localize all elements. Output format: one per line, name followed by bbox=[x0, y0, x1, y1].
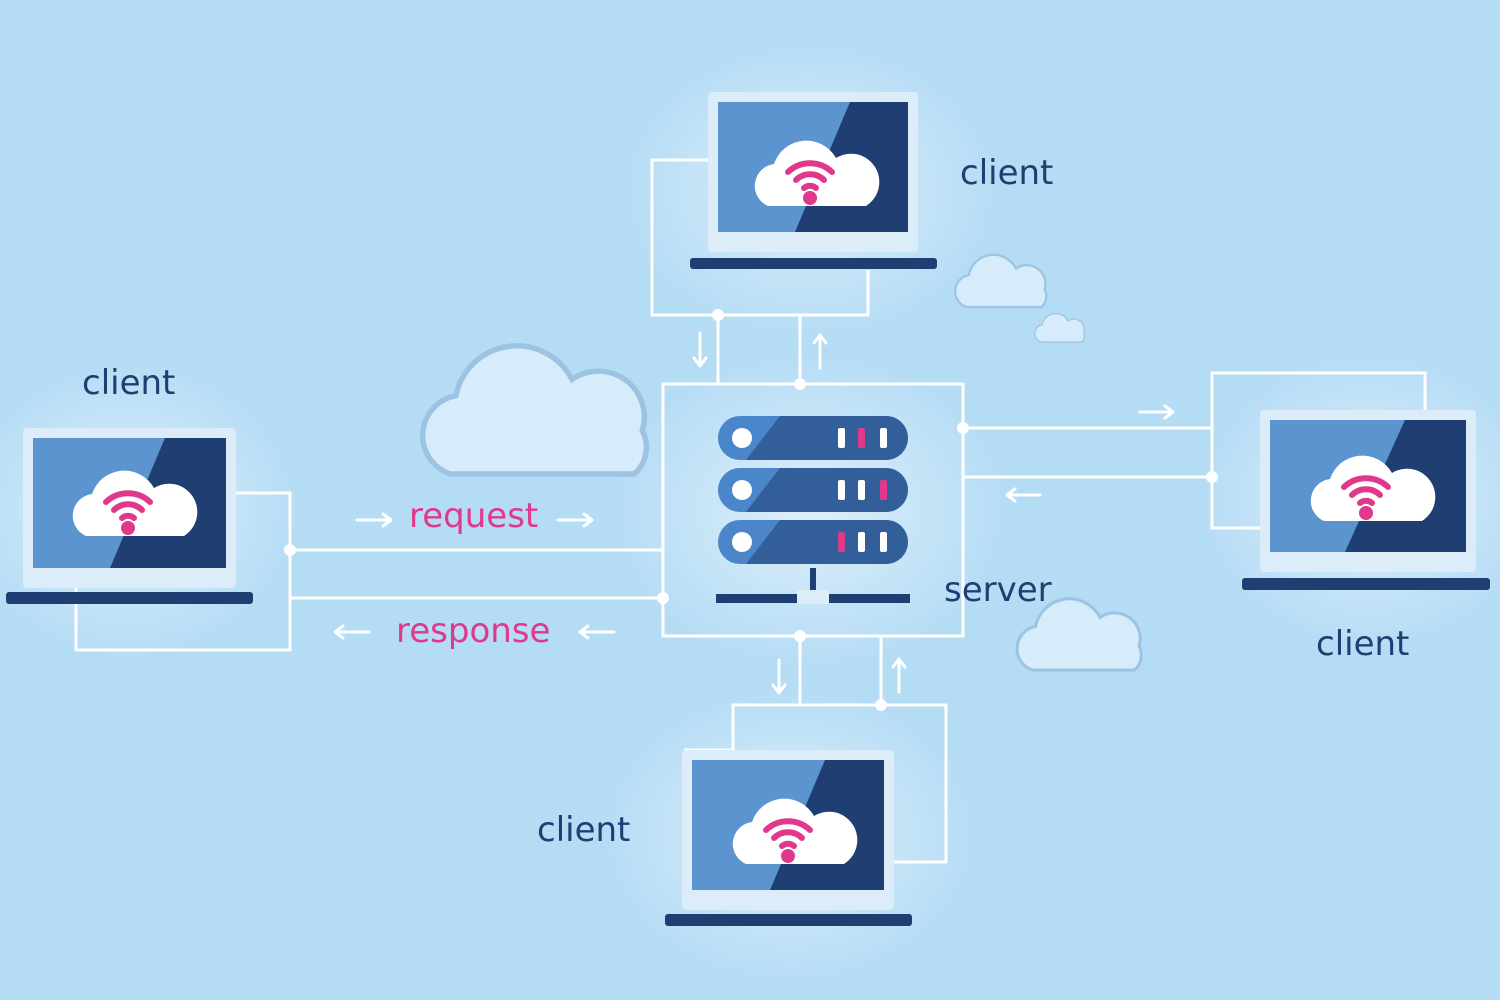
server-unit bbox=[718, 520, 908, 564]
arrow-icons bbox=[333, 331, 1175, 695]
connector-lines bbox=[74, 158, 1427, 864]
request-label: request bbox=[409, 496, 539, 536]
arrow-up-icon bbox=[891, 657, 907, 694]
server-rack-icon bbox=[716, 416, 910, 604]
client-label-bottom: client bbox=[537, 810, 631, 850]
client-label-right: client bbox=[1316, 624, 1410, 664]
server-unit bbox=[718, 416, 908, 460]
server-label: server bbox=[944, 570, 1052, 610]
arrow-down-icon bbox=[771, 658, 787, 695]
arrow-right-icon bbox=[556, 512, 594, 528]
arrow-down-icon bbox=[692, 331, 708, 368]
junction-dots bbox=[284, 309, 1218, 711]
response-label: response bbox=[396, 611, 551, 651]
arrow-right-icon bbox=[1138, 404, 1175, 420]
client-label-top: client bbox=[960, 153, 1054, 193]
laptop-icon bbox=[690, 92, 937, 269]
arrow-right-icon bbox=[355, 512, 393, 528]
laptop-icon bbox=[1242, 410, 1490, 590]
arrow-up-icon bbox=[812, 333, 828, 370]
arrow-left-icon bbox=[578, 624, 616, 640]
laptop-icon bbox=[665, 750, 912, 926]
laptop-icon bbox=[6, 428, 253, 604]
arrow-left-icon bbox=[333, 624, 371, 640]
server-unit bbox=[718, 468, 908, 512]
cloud-icon bbox=[1034, 312, 1086, 343]
arrow-left-icon bbox=[1005, 487, 1042, 503]
cloud-icon bbox=[423, 346, 647, 474]
client-label-left: client bbox=[82, 363, 176, 403]
